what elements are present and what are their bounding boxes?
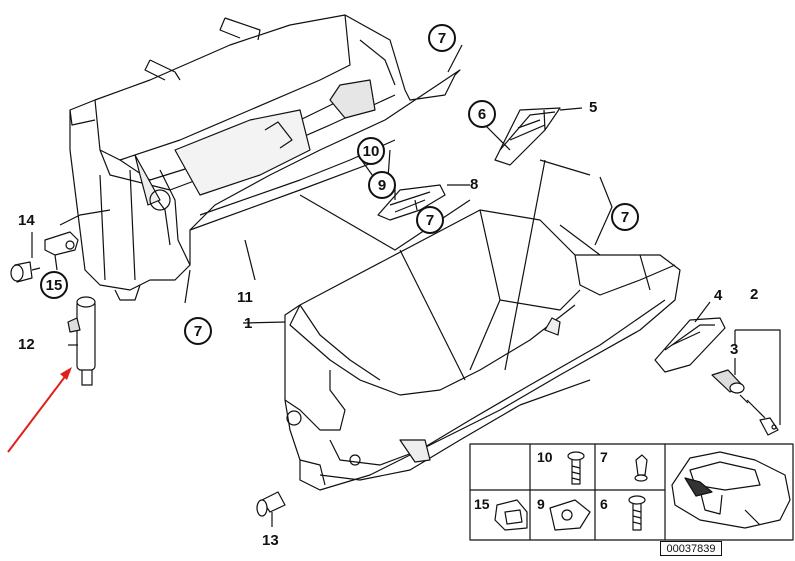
callout-13: 13: [262, 532, 279, 549]
callout-12: 12: [18, 336, 35, 353]
inset-label-9: 9: [537, 496, 545, 512]
callout-2: 2: [750, 286, 759, 303]
inset-label-7: 7: [600, 449, 608, 465]
inset-label-10: 10: [537, 449, 553, 465]
callout-7-top: 7: [428, 24, 456, 52]
inset-label-15: 15: [474, 496, 490, 512]
callout-9: 9: [368, 171, 396, 199]
callout-3: 3: [730, 341, 739, 358]
callout-10: 10: [357, 137, 385, 165]
callout-15: 15: [40, 271, 68, 299]
red-arrow-icon: [7, 367, 72, 453]
diagram-code: 00037839: [660, 541, 722, 556]
callout-1: 1: [244, 315, 253, 332]
inset-label-6: 6: [600, 496, 608, 512]
callout-5: 5: [589, 99, 598, 116]
callout-7-mid: 7: [416, 206, 444, 234]
callout-4: 4: [714, 287, 723, 304]
glovebox-housing-drawing: [59, 14, 461, 301]
leader-lines: [31, 44, 781, 527]
callout-7-right: 7: [611, 203, 639, 231]
glovebox-body-drawing: [284, 209, 681, 491]
callout-11: 11: [237, 289, 253, 306]
inset-box: [469, 443, 794, 541]
callout-6: 6: [468, 100, 496, 128]
callout-8: 8: [470, 176, 479, 193]
callout-14: 14: [18, 212, 35, 229]
callout-7-left: 7: [184, 317, 212, 345]
